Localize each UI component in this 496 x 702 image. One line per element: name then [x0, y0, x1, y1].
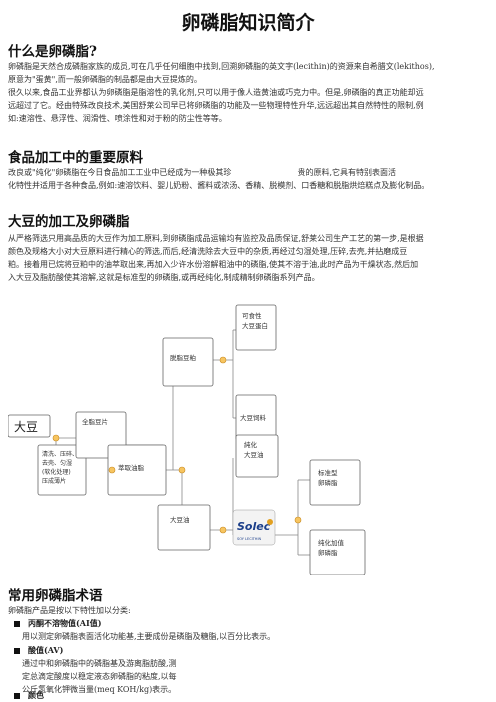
diagram-node-extract [107, 444, 167, 496]
diagram-node-process [37, 444, 87, 496]
text-line: 化特性并适用于各种食品,例如:速溶饮料、婴儿奶粉、酱料或浓汤、香精、脱模剂、口香… [8, 181, 430, 190]
text-line: 颜色及规格大小对大豆原料进行精心的筛选,而后,经清洗除去大豆中的杂质,再经过匀湿… [8, 247, 408, 256]
section-intro-terms: 卵磷脂产品是按以下特性加以分类: [8, 606, 131, 615]
term-label: 颜色 [28, 690, 44, 700]
diagram-node-defatted-meal [162, 337, 214, 387]
text-line: 很久以来,食品工业界都认为卵磷脂是脂溶性的乳化剂,只可以用于像人造黄油或巧克力中… [8, 88, 424, 97]
term-label: 丙酮不溶物值(AI值) [28, 618, 102, 628]
section-heading-soy-processing: 大豆的加工及卵磷脂 [8, 214, 130, 230]
diagram-label-refined: 純化 大豆油 [244, 440, 264, 459]
term-label: 酸值(AV) [28, 645, 64, 655]
solec-logo [232, 509, 276, 546]
diagram-label-crude-oil: 大豆油 [170, 515, 190, 524]
text-line: 改良或"纯化"卵磷脂在今日食品加工工业中已经成为一种极其珍 贵的原料,它具有特别… [8, 168, 397, 177]
diagram-label-extract: 萃取油脂 [118, 463, 145, 472]
term-item: 酸值(AV) [14, 645, 63, 656]
diagram-label-full-fat: 全脂豆片 [82, 417, 108, 426]
section-body-what-is: 卵磷脂是天然合成磷脂家族的成员,可在几乎任何细胞中找到,回溯卵磷脂的英文字(le… [8, 60, 486, 125]
text-line: 从严格筛选只用高品质的大豆作为加工原料,到卵磷脂成品运输均有监控及品质保证,舒莱… [8, 234, 424, 243]
section-body-food-processing: 改良或"纯化"卵磷脂在今日食品加工工业中已经成为一种极其珍 贵的原料,它具有特别… [8, 166, 486, 192]
term-desc: 通过中和卵磷脂中的磷脂基及游离脂肪酸,测 定总滴定酸度以稳定液态卵磷脂的粘度,以… [22, 659, 177, 694]
term-desc: 用以测定卵磷脂表面活化功能基,主要成份是磷脂及糖脂,以百分比表示。 [22, 632, 276, 641]
term-item: 颜色 [14, 690, 44, 701]
diagram-label-standard: 标准型 卵磷脂 [318, 468, 340, 487]
diagram-node-purified-lecithin [309, 529, 366, 575]
diagram-label-soy: 大豆 [14, 420, 38, 434]
text-line: 原意为"蛋黄",而一般卵磷脂的制品都是由大豆提炼的。 [8, 75, 202, 84]
section-heading-terms: 常用卵磷脂术语 [8, 588, 103, 604]
soy-processing-diagram: 大豆 清洗、压碎、 去壳、匀湿 (软化处理) 压成薄片 全脂豆片 萃取油脂 脱脂… [8, 304, 366, 575]
term-item: 丙酮不溶物值(AI值) [14, 618, 102, 629]
solec-logo-sub: SOY LECITHIN [237, 537, 261, 541]
text-line: 如:速溶性、悬浮性、润滑性、喷涂性和对于粉的防尘性等等。 [8, 114, 227, 123]
text-line: 入大豆及脂肪酸使其溶解,这就是标准型的卵磷脂,或再经纯化,制成精制卵磷脂系列产品… [8, 273, 320, 282]
diagram-node-crude-oil [157, 504, 211, 551]
section-heading-food-processing: 食品加工中的重要原料 [8, 150, 143, 166]
text-line: 卵磷脂是天然合成磷脂家族的成员,可在几乎任何细胞中找到,回溯卵磷脂的英文字(le… [8, 62, 435, 71]
diagram-label-defat: 脱脂豆粕 [170, 353, 196, 362]
solec-logo-dot [267, 519, 273, 525]
diagram-junction-markers [52, 356, 302, 534]
bullet-square-icon [14, 648, 20, 654]
text-line: 远超过了它。经由特殊改良技术,美国舒莱公司早已将卵磷脂的功能及一些物理特性升华,… [8, 101, 424, 110]
text-line: 粕。接着用已烷将豆粕中的油萃取出来,再加入少许水份溶解粗油中的磷脂,使其不溶于油… [8, 260, 419, 269]
diagram-node-soy [8, 414, 51, 438]
diagram-label-process: 清洗、压碎、 去壳、匀湿 (软化处理) 压成薄片 [42, 450, 80, 485]
diagram-node-edible-protein [235, 304, 277, 351]
diagram-node-standard-lecithin [309, 459, 361, 506]
diagram-label-purified: 纯化加值 卵磷脂 [318, 538, 346, 557]
section-heading-what-is: 什么是卵磷脂? [8, 44, 97, 60]
diagram-node-refined-oil [235, 434, 279, 478]
page-title: 卵磷脂知识简介 [181, 12, 315, 34]
bullet-square-icon [14, 693, 20, 699]
section-body-soy-processing: 从严格筛选只用高品质的大豆作为加工原料,到卵磷脂成品运输均有监控及品质保证,舒莱… [8, 232, 486, 284]
diagram-label-feed: 大豆饲料 [240, 413, 267, 422]
solec-logo-text: Solec [237, 520, 271, 533]
bullet-square-icon [14, 621, 20, 627]
diagram-label-edible: 可食性 大豆蛋白 [242, 311, 268, 330]
